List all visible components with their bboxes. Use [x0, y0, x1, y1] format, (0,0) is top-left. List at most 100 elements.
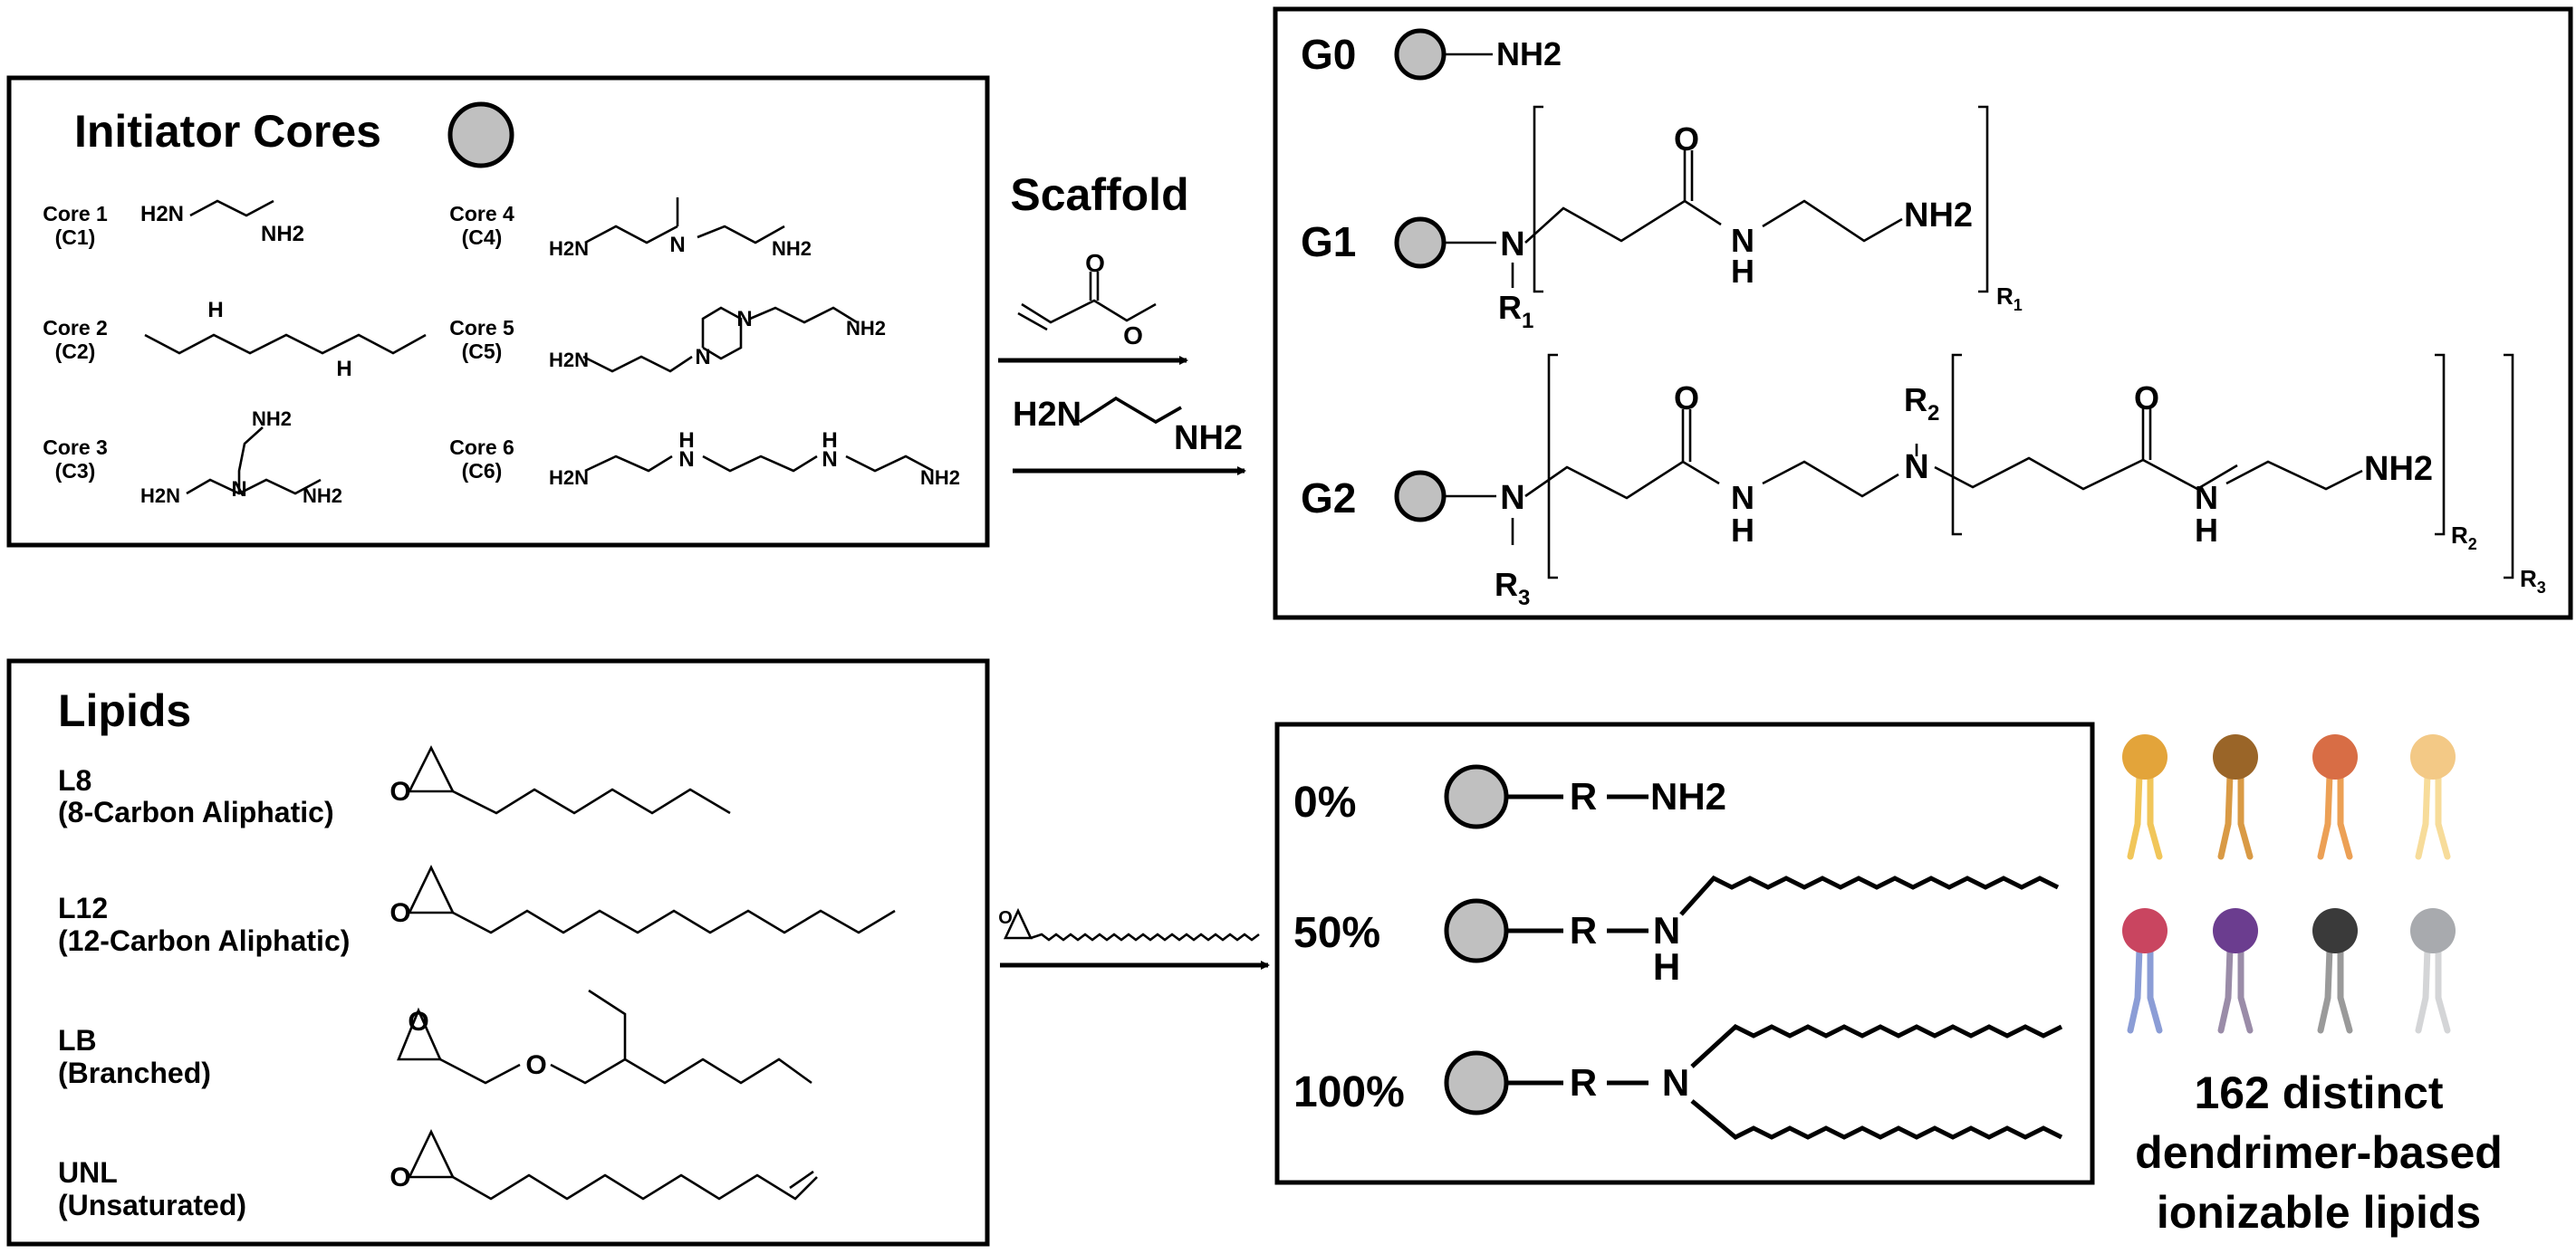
lipid-icon-2 [2213, 734, 2258, 860]
products-panel: 0% R NH2 50% R N H 100% R N [1274, 722, 2095, 1185]
lipid-icon-tail [2237, 771, 2254, 860]
summary-text: 162 distinct dendrimer-based ionizable l… [2135, 1067, 2503, 1238]
lipid-icon-tail [2147, 945, 2163, 1034]
lipid-lb-desc: (Branched) [58, 1057, 211, 1089]
l12-epoxide-o: O [389, 898, 410, 928]
lipid-icon-tail [2127, 945, 2143, 1034]
product-row-0-percent: 0% [1293, 779, 1356, 827]
product-row-100-r: R [1570, 1061, 1597, 1104]
lipid-icon-tail [2415, 945, 2431, 1034]
lipid-icon-tail [2237, 945, 2254, 1034]
core-bead-icon [447, 101, 514, 168]
initiator-cores-title: Initiator Cores [74, 106, 381, 157]
core-2-structure: H H [144, 298, 427, 381]
g1-nh2: NH2 [1904, 196, 1973, 235]
lipid-lb-code: LB [58, 1024, 97, 1057]
lipid-icon-tail [2217, 771, 2234, 860]
core-6-h-left: H [678, 428, 694, 453]
g2-o-2: O [2134, 379, 2159, 416]
core-3-structure: NH2 N H2N NH2 [140, 407, 342, 507]
product-row-100-percent: 100% [1293, 1068, 1405, 1116]
g2-amide-h-1: H [1731, 512, 1754, 549]
g1-o: O [1674, 120, 1699, 158]
g0-nh2: NH2 [1496, 35, 1562, 72]
core-5-code: (C5) [462, 340, 503, 363]
product-row-50-n: N [1653, 909, 1680, 952]
product-row-100: 100% R N [1293, 1023, 2063, 1140]
core-6-h2n: H2N [549, 466, 589, 489]
g2-bead-icon [1394, 470, 1447, 522]
lipid-icon-tail [2337, 945, 2353, 1034]
summary-line-3: ionizable lipids [2157, 1187, 2481, 1238]
g1-amide-h: H [1731, 253, 1754, 290]
core-4-structure: N H2N NH2 [549, 197, 812, 260]
lipid-icon-head [2122, 908, 2167, 953]
lipid-icon-head [2213, 734, 2258, 780]
lipid-icon-3 [2312, 734, 2358, 860]
g2-n: N [1500, 479, 1524, 517]
core-3-nh2-right: NH2 [303, 484, 342, 507]
lipid-l12-structure: O [389, 864, 896, 934]
summary-line-1: 162 distinct [2194, 1067, 2443, 1118]
g2-r3-sub: R3 [2520, 565, 2546, 597]
lipid-icon-1 [2122, 734, 2167, 860]
lipid-icon-tail [2147, 771, 2163, 860]
core-5-h2n: H2N [549, 349, 589, 371]
g2-amide-h-2: H [2195, 512, 2218, 549]
lipid-icon-7 [2312, 908, 2358, 1034]
eda-h2n: H2N [1013, 396, 1081, 434]
lipid-l8-code: L8 [58, 764, 91, 797]
ethylenediamine-structure: H2N NH2 [1013, 396, 1243, 457]
lipid-l12-desc: (12-Carbon Aliphatic) [58, 924, 350, 957]
scaffold-title: Scaffold [1010, 169, 1188, 220]
core-6-h-right: H [822, 428, 837, 453]
lipid-icon-head [2213, 908, 2258, 953]
core-6-name: Core 6 [449, 436, 514, 459]
core-6-nh2: NH2 [920, 466, 960, 489]
acrylate-ester-o: O [1123, 321, 1143, 349]
lipid-icon-5 [2122, 908, 2167, 1034]
g1-structure: G1 N R1 O N H NH2 R1 [1301, 105, 2023, 333]
g2-r2: R2 [1904, 381, 1939, 426]
g2-nh2: NH2 [2364, 450, 2433, 488]
core-6-code: (C6) [462, 459, 503, 483]
core-5-n-left: N [695, 345, 710, 369]
product-row-0-bead-icon [1444, 764, 1509, 829]
g2-structure: G2 N R3 O N H N R2 O N H NH2 R2 [1301, 353, 2546, 610]
l8-epoxide-o: O [389, 777, 410, 807]
core-3-h2n: H2N [140, 484, 180, 507]
product-row-50-percent: 50% [1293, 909, 1380, 957]
product-row-0: 0% R NH2 [1293, 764, 1726, 829]
lipid-l8-desc: (8-Carbon Aliphatic) [58, 796, 334, 828]
core-1-h2n: H2N [140, 202, 184, 226]
g1-r: R1 [1498, 289, 1533, 333]
g1-r-sub: R1 [1996, 282, 2023, 314]
product-row-50: 50% R N H [1293, 875, 2060, 988]
lipid-icon-tail [2217, 945, 2234, 1034]
acrylate-carbonyl-o: O [1085, 249, 1105, 277]
core-6-structure: H N H N H2N NH2 [549, 428, 960, 489]
lipid-icon-head [2312, 734, 2358, 780]
lipid-unl-desc: (Unsaturated) [58, 1189, 246, 1221]
core-4-name: Core 4 [449, 202, 514, 225]
lipidation-step: O [998, 907, 1270, 970]
lipid-icon-tail [2435, 945, 2451, 1034]
core-1-code: (C1) [55, 225, 96, 249]
core-5-name: Core 5 [449, 316, 514, 340]
lipid-icon-8 [2410, 908, 2456, 1034]
lipid-icon-head [2410, 734, 2456, 780]
g1-bead-icon [1394, 216, 1447, 269]
core-4-h2n: H2N [549, 237, 589, 260]
lipid-unl-code: UNL [58, 1156, 118, 1189]
g2-amide-n-2: N [2195, 479, 2218, 516]
product-row-100-bead-icon [1444, 1050, 1509, 1115]
lipid-icon-head [2312, 908, 2358, 953]
core-2-name: Core 2 [43, 316, 108, 340]
core-4-n: N [669, 233, 685, 257]
core-1-nh2: NH2 [261, 222, 304, 246]
product-row-50-bead-icon [1444, 898, 1509, 963]
lipid-unl-structure: O [389, 1128, 818, 1201]
lipid-icon-tail [2317, 945, 2333, 1034]
core-6-n-right: N [822, 447, 837, 472]
lipidation-epoxide-o: O [998, 908, 1013, 928]
